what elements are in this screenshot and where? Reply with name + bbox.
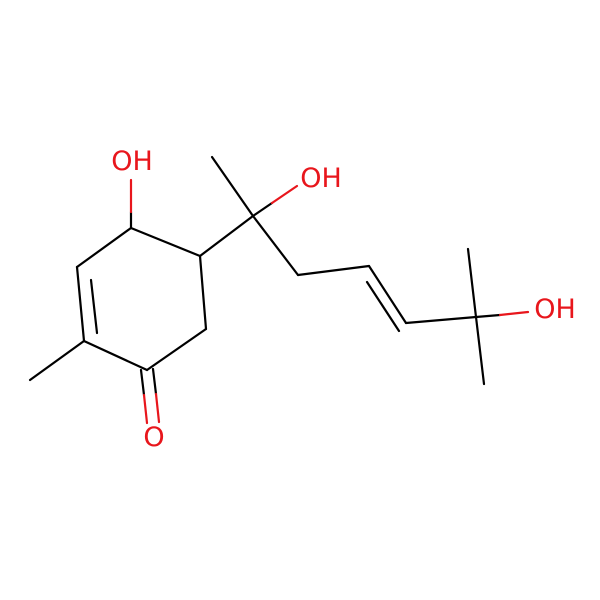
bond-c1-c6 <box>145 327 208 372</box>
bond-c1-o-dark-b <box>151 367 158 396</box>
bond-c5-c4 <box>129 226 202 258</box>
bond-c11-oh-dark <box>474 313 502 319</box>
hydroxyl-label-ring: OH <box>111 146 153 177</box>
bond-c1-o-dark-a <box>139 368 146 397</box>
atom-labels: OH OH OH O <box>111 146 576 453</box>
bond-c7-c8 <box>251 214 300 277</box>
bond-c7-oh-dark <box>251 201 274 218</box>
bond-c9-c10-double <box>365 280 401 333</box>
bond-c7-methyl <box>210 155 255 218</box>
bond-c11-methyl-top <box>466 247 478 319</box>
bond-c6-c5 <box>198 254 208 331</box>
bond-c4-c3 <box>75 226 133 269</box>
bond-c1-o-red-b <box>154 392 161 424</box>
bond-c8-c9 <box>296 264 371 277</box>
bond-c9-c10 <box>367 264 408 325</box>
bond-c5-c7 <box>198 214 255 258</box>
bond-c2-methyl <box>28 339 86 382</box>
hydroxyl-label-side-chain: OH <box>300 163 342 194</box>
bond-c7-oh-red <box>270 184 299 205</box>
bond-c11-methyl-bottom <box>474 315 486 386</box>
bond-c1-o-red-a <box>142 393 149 425</box>
bond-c2-c1 <box>82 339 149 372</box>
bond-c10-c11 <box>404 315 478 325</box>
bond-c11-oh-red <box>498 310 530 317</box>
oxygen-bonds <box>129 178 530 425</box>
ketone-oxygen-label: O <box>143 422 164 453</box>
carbon-skeleton <box>28 155 486 386</box>
bond-c3-c2-double <box>89 278 99 335</box>
hydroxyl-label-terminal: OH <box>534 294 576 325</box>
bond-c3-c2 <box>75 265 86 343</box>
